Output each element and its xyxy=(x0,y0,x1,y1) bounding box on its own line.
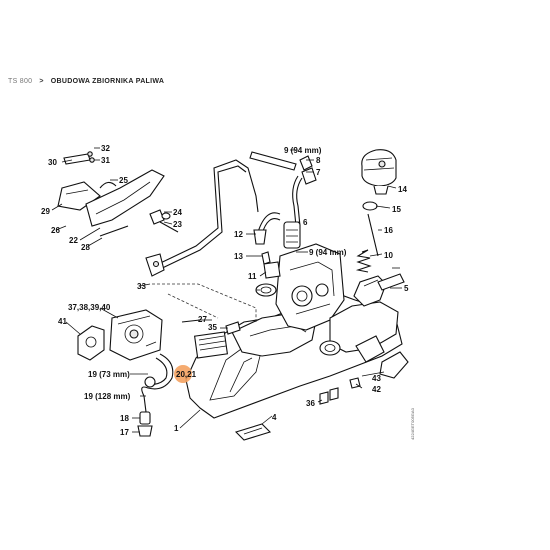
carburetor-part-37-40 xyxy=(109,309,163,361)
cover-part-43 xyxy=(379,351,409,379)
callout-11[interactable]: 11 xyxy=(248,272,257,281)
breadcrumb-separator-icon: > xyxy=(39,78,44,85)
callout-8[interactable]: 8 xyxy=(316,156,321,165)
callout-41[interactable]: 41 xyxy=(58,317,67,326)
part-35 xyxy=(225,321,241,335)
impulse-hose-part-19 xyxy=(141,353,174,413)
pin-part-27 xyxy=(181,319,201,323)
breadcrumb-current: OBUDOWA ZBIORNIKA PALIWA xyxy=(50,78,165,85)
callout-19-upper[interactable]: 19 (73 mm) xyxy=(88,370,130,379)
gasket-part-41 xyxy=(77,325,105,361)
callout-4[interactable]: 4 xyxy=(272,413,277,422)
spring-part-10 xyxy=(355,249,372,273)
part-42 xyxy=(349,377,361,389)
callout-12[interactable]: 12 xyxy=(234,230,243,239)
callout-29[interactable]: 29 xyxy=(41,207,50,216)
plate-part-4 xyxy=(234,423,272,441)
callout-24[interactable]: 24 xyxy=(173,208,182,217)
breadcrumb-root-link[interactable]: TS 800 xyxy=(8,78,33,85)
callout-22[interactable]: 22 xyxy=(69,236,78,245)
fuel-filter-part-6 xyxy=(283,221,301,249)
callout-6[interactable]: 6 xyxy=(303,218,308,227)
callout-20-21[interactable]: 20,21 xyxy=(176,370,197,379)
callout-36[interactable]: 36 xyxy=(306,399,315,408)
callout-5[interactable]: 5 xyxy=(404,284,409,293)
breadcrumb: TS 800 > OBUDOWA ZBIORNIKA PALIWA xyxy=(8,78,164,85)
callout-31[interactable]: 31 xyxy=(101,156,110,165)
callout-43[interactable]: 43 xyxy=(372,374,381,383)
callout-28[interactable]: 28 xyxy=(81,243,90,252)
callout-33[interactable]: 33 xyxy=(137,282,146,291)
callout-32[interactable]: 32 xyxy=(101,144,110,153)
drawing-code: 4224GET005GA0 xyxy=(410,407,415,440)
callout-30[interactable]: 30 xyxy=(48,158,57,167)
hose-part-9-upper xyxy=(249,151,297,171)
callout-18[interactable]: 18 xyxy=(120,414,129,423)
callout-labels: 32 30 31 25 29 26 22 28 24 23 33 9 (94 m… xyxy=(41,144,415,440)
callout-17[interactable]: 17 xyxy=(120,428,129,437)
throttle-lever-parts xyxy=(57,151,179,237)
callout-14[interactable]: 14 xyxy=(398,185,407,194)
screw-part-5 xyxy=(377,273,405,291)
part-13 xyxy=(261,251,271,265)
callout-9-upper[interactable]: 9 (94 mm) xyxy=(284,146,322,155)
callout-7[interactable]: 7 xyxy=(316,168,321,177)
hose-part-9-lower xyxy=(292,175,299,227)
pin-part-16 xyxy=(367,213,379,257)
hose-part-12 xyxy=(257,212,281,233)
callout-16[interactable]: 16 xyxy=(384,226,393,235)
leader-lines xyxy=(51,147,402,433)
part-11 xyxy=(263,261,281,279)
throttle-cable xyxy=(149,159,259,269)
callout-27[interactable]: 27 xyxy=(198,315,207,324)
callout-35[interactable]: 35 xyxy=(208,323,217,332)
part-18 xyxy=(139,411,151,425)
highlight-marker-icon[interactable] xyxy=(174,365,192,383)
screws-part-36 xyxy=(319,387,339,405)
callout-9-lower[interactable]: 9 (94 mm) xyxy=(309,248,347,257)
callout-19-lower[interactable]: 19 (128 mm) xyxy=(84,392,131,401)
o-ring-part-15 xyxy=(362,201,378,211)
fitting-part-8 xyxy=(299,155,313,171)
callout-13[interactable]: 13 xyxy=(234,252,243,261)
callout-10[interactable]: 10 xyxy=(384,251,393,260)
tank-housing-part xyxy=(185,243,403,419)
callout-23[interactable]: 23 xyxy=(173,220,182,229)
vent-part-14 xyxy=(361,149,397,195)
callout-15[interactable]: 15 xyxy=(392,205,401,214)
callout-37-40[interactable]: 37,38,39,40 xyxy=(68,303,111,312)
callout-25[interactable]: 25 xyxy=(119,176,128,185)
callout-1[interactable]: 1 xyxy=(174,424,179,433)
part-17 xyxy=(137,425,153,437)
callout-26[interactable]: 26 xyxy=(51,226,60,235)
callout-42[interactable]: 42 xyxy=(372,385,381,394)
